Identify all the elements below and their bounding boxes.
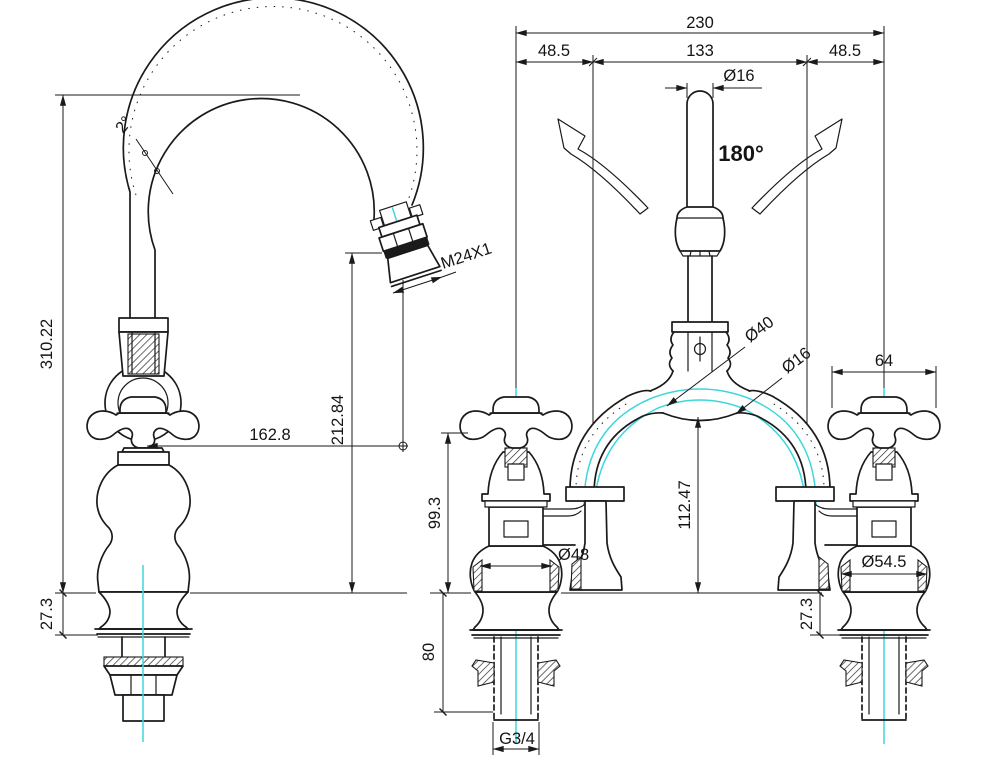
dim-left-base-diameter: Ø48 [558,546,589,564]
dim-overall-width: 230 [686,14,714,32]
dim-spout-diameter: Ø16 [723,67,754,85]
dim-outlet-height: 212.84 [329,395,347,445]
bridge-legs [542,486,858,591]
label-swivel-angle: 180° [718,141,764,166]
dim-column-diameter: Ø40 [742,313,778,346]
dim-inlet-thread: G3/4 [499,730,535,748]
right-view-dimensions: 230 48.5 133 48.5 Ø16 180° Ø40 Ø16 [420,14,937,755]
left-view: 310.22 27.3 162.8 212.84 M24X1 2° [38,0,494,742]
faucet-body-side [86,396,200,742]
rotate-left-arrow-icon [557,118,649,215]
dim-right-offset: 48.5 [829,42,861,60]
dim-spout-reach: 162.8 [249,426,290,444]
spout-arc [122,0,425,319]
dim-taper-angle: 2° [112,113,136,137]
right-view: 230 48.5 133 48.5 Ø16 180° Ø40 Ø16 [420,14,940,755]
dim-right-base-diameter: Ø54.5 [862,553,907,571]
dim-left-offset: 48.5 [538,42,570,60]
dim-spout-clearance: 112.47 [676,480,694,529]
dim-tube-diameter: Ø16 [779,344,815,377]
dim-center-spacing: 133 [686,42,714,60]
extension-lines [515,26,885,424]
dim-valve-height: 99.3 [426,497,444,529]
dim-base-height-left: 27.3 [38,598,56,630]
dim-escutcheon-height: 27.3 [798,598,816,630]
swivel-arrows [557,118,843,215]
dim-tailpiece-length: 80 [420,643,438,661]
rotate-right-arrow-icon [751,118,843,215]
spout-column [649,90,751,392]
dim-overall-height: 310.22 [38,319,56,369]
aerator [369,201,442,288]
dim-aerator-thread: M24X1 [439,240,494,273]
dim-handle-width: 64 [875,352,893,370]
